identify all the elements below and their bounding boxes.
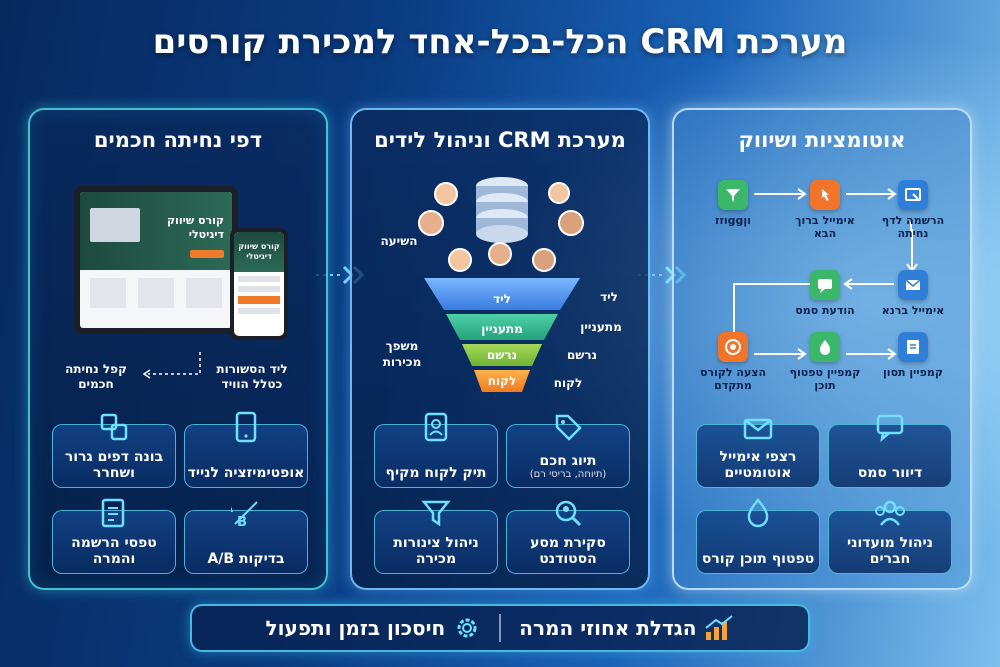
click-icon bbox=[822, 189, 829, 201]
flow-node-label: וןggוזז bbox=[715, 214, 751, 227]
database-icon bbox=[476, 177, 528, 243]
avatar bbox=[448, 248, 472, 272]
card-email-sequences[interactable]: רצפי אימייל אוטומטיים bbox=[696, 418, 820, 488]
phone-mockup: קורס שיווק דיגיטלי bbox=[230, 228, 288, 340]
dotted-arrow-icon bbox=[142, 352, 201, 379]
drip-icon bbox=[741, 497, 775, 529]
flow-node-label: קמפיין טפטוף תוכן bbox=[789, 366, 861, 392]
benefit-conversion: הגדלת אחוזי המרה bbox=[501, 614, 752, 642]
page-title: מערכת CRM הכל-בכל-אחד למכירת קורסים bbox=[152, 22, 848, 62]
funnel-stage-4 bbox=[474, 370, 530, 392]
flow-node-label: הודעת סמס bbox=[795, 304, 855, 317]
drop-icon bbox=[819, 340, 831, 355]
landing-caption-right: ליד הסשורות כטלל הוויד bbox=[216, 362, 288, 391]
avatar bbox=[548, 182, 570, 204]
flow-node-campaign[interactable] bbox=[898, 332, 928, 362]
funnel-inner-customer: לקוח bbox=[487, 374, 517, 388]
funnel-inner-lead: ליד bbox=[493, 292, 511, 306]
flow-node-label: קמפיין תסון bbox=[883, 366, 943, 379]
ab-test-icon: AB bbox=[229, 497, 263, 529]
funnel-name-label: משפך מכירות bbox=[382, 339, 422, 369]
filter-icon bbox=[726, 189, 740, 202]
benefit-time-saving: חיסכון בזמן ותפעול bbox=[248, 614, 500, 642]
tablet-mockup: קורס שיווק דיגיטלי bbox=[74, 186, 238, 334]
flow-node-drip[interactable] bbox=[810, 332, 840, 362]
contact-book-icon bbox=[419, 411, 453, 443]
divider bbox=[499, 614, 502, 642]
panel-automation: אוטומציות ושיווק וןggוזז אימייל ברוך הבא… bbox=[672, 108, 972, 590]
flow-node-trigger[interactable] bbox=[718, 180, 748, 210]
card-ab-testing[interactable]: AB בדיקות A/B bbox=[184, 501, 308, 574]
search-user-icon bbox=[551, 497, 585, 529]
avatar bbox=[434, 182, 458, 206]
card-customer-file[interactable]: תיק לקוח מקיף bbox=[374, 412, 498, 488]
avatar bbox=[488, 242, 512, 266]
mail-stack-icon bbox=[741, 411, 775, 443]
svg-text:A: A bbox=[231, 501, 233, 516]
panel-crm: מערכת CRM וניהול לידים השיעה ליד מתעניין… bbox=[350, 108, 650, 590]
flow-node-label: אימייל ברנא bbox=[881, 304, 945, 317]
funnel-outer-interested: מתעניין bbox=[580, 320, 622, 334]
panel-title: דפי נחיתה חכמים bbox=[93, 128, 263, 152]
card-student-journey[interactable]: סקירת מסע הסטודנט bbox=[506, 500, 630, 574]
funnel-outer-registered: נרשם bbox=[566, 348, 598, 362]
funnel-inner-interested: מתעניין bbox=[481, 322, 523, 336]
card-smart-tagging[interactable]: תיוג חכם (תיוחה, בריסי רם) bbox=[506, 414, 630, 488]
sales-funnel bbox=[424, 278, 580, 392]
flow-node-sms[interactable] bbox=[810, 270, 840, 300]
panel-title: מערכת CRM וניהול לידים bbox=[374, 128, 626, 152]
card-drag-drop[interactable]: בונה דפים גרור ושחרר bbox=[52, 413, 176, 488]
target-icon bbox=[725, 339, 741, 355]
card-membership-clubs[interactable]: ניהול מועדוני חברים bbox=[828, 500, 952, 574]
card-drip-content[interactable]: טפטוף תוכן קורס bbox=[696, 498, 820, 574]
flow-node-email[interactable] bbox=[898, 270, 928, 300]
chat-icon bbox=[818, 279, 832, 293]
flow-node-advanced-offer[interactable] bbox=[718, 332, 748, 362]
funnel-inner-registered: נרשם bbox=[486, 348, 518, 362]
flow-node-landing-signup[interactable] bbox=[898, 180, 928, 210]
tag-icon bbox=[551, 411, 585, 443]
funnel-outer-customer: לקוח bbox=[553, 376, 583, 390]
sms-icon bbox=[873, 411, 907, 443]
members-icon bbox=[873, 497, 907, 529]
funnel-stage-1 bbox=[424, 278, 580, 310]
mail-icon bbox=[905, 279, 921, 290]
doc-icon bbox=[907, 340, 919, 354]
funnel-outer-lead: ליד bbox=[600, 290, 618, 304]
flow-arrows bbox=[728, 188, 918, 360]
avatar bbox=[418, 210, 444, 236]
flow-node-label: הרשמה לדף נחיתה bbox=[881, 214, 945, 240]
avatar bbox=[532, 248, 556, 272]
funnel-top-label: השיעה bbox=[380, 234, 418, 248]
form-icon bbox=[97, 497, 131, 529]
phone-hero-text: קורס שיווק דיגיטלי bbox=[238, 242, 280, 261]
card-mobile-optimization[interactable]: אופטימיזציה לנייד bbox=[184, 411, 308, 488]
card-signup-forms[interactable]: טפסי הרשמה והמרה bbox=[52, 498, 176, 574]
tablet-hero-text: קורס שיווק דיגיטלי bbox=[166, 214, 224, 241]
flow-node-label: הצעה לקורס מתקדם bbox=[699, 366, 767, 392]
svg-text:B: B bbox=[237, 515, 247, 528]
cursor-window-icon bbox=[905, 188, 921, 201]
panel-title: אוטומציות ושיווק bbox=[738, 128, 906, 152]
funnel-stage-2 bbox=[446, 314, 558, 340]
avatar bbox=[558, 210, 584, 236]
panel-landing-pages: דפי נחיתה חכמים קורס שיווק דיגיטלי קורס … bbox=[28, 108, 328, 590]
funnel-icon bbox=[419, 497, 453, 529]
landing-caption-left: קפל נחיתה חכמים bbox=[65, 362, 127, 391]
card-pipeline-management[interactable]: ניהול צינורות מכירה bbox=[374, 500, 498, 574]
mobile-icon bbox=[229, 411, 263, 443]
funnel-stage-3 bbox=[462, 344, 542, 366]
flow-node-label: אימייל ברוך הבא bbox=[795, 214, 855, 240]
benefits-bar: הגדלת אחוזי המרה חיסכון בזמן ותפעול bbox=[190, 604, 810, 652]
gear-icon bbox=[457, 618, 477, 638]
chart-growth-icon bbox=[705, 615, 734, 640]
flow-node-welcome-email[interactable] bbox=[810, 180, 840, 210]
card-sms-mailing[interactable]: דיוור סמס bbox=[828, 414, 952, 488]
drag-drop-icon bbox=[97, 411, 131, 443]
connector-right bbox=[638, 265, 687, 285]
